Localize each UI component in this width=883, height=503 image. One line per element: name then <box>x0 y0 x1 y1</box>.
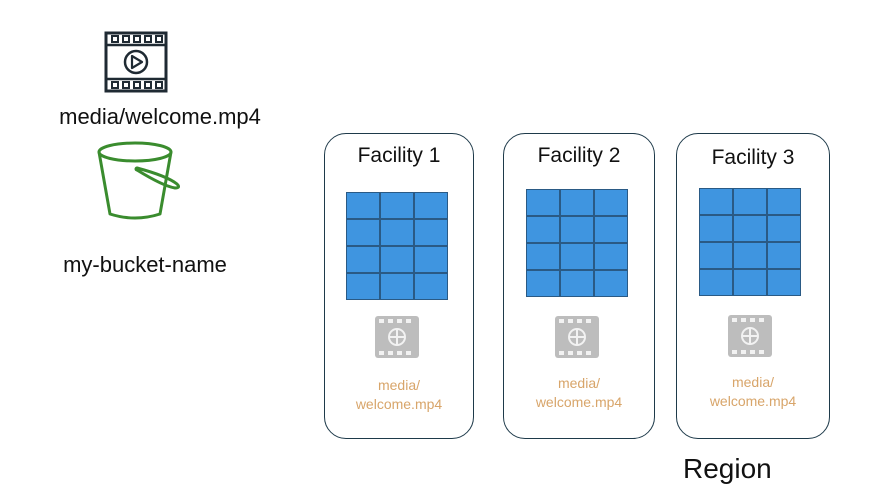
storage-grid-icon <box>346 192 448 300</box>
object-replica-icon <box>375 316 419 358</box>
s3-bucket-icon <box>97 141 181 220</box>
facility-title: Facility 3 <box>711 146 795 169</box>
object-path-line: media/ <box>557 375 601 391</box>
facility-box: Facility 3 media/ welcome.mp4 <box>676 133 830 439</box>
object-path-line: media/ <box>731 374 775 390</box>
facility-box: Facility 1 media/ welcome.mp4 <box>324 133 474 439</box>
object-key-label: media/welcome.mp4 <box>59 104 261 129</box>
region-label: Region <box>683 453 772 484</box>
storage-grid-icon <box>526 189 628 297</box>
video-file-icon <box>104 31 168 93</box>
object-path-line: media/ <box>377 377 421 393</box>
object-replica-icon <box>728 315 772 357</box>
object-replica-icon <box>555 316 599 358</box>
object-file-line: welcome.mp4 <box>535 394 623 410</box>
object-replica-label: media/ welcome.mp4 <box>677 373 829 411</box>
object-replica-label: media/ welcome.mp4 <box>325 376 473 414</box>
storage-grid-icon <box>699 188 801 296</box>
object-replica-label: media/ welcome.mp4 <box>504 374 654 412</box>
facility-title: Facility 1 <box>357 144 441 167</box>
facility-title: Facility 2 <box>537 144 621 167</box>
facility-box: Facility 2 media/ welcome.mp4 <box>503 133 655 439</box>
object-file-line: welcome.mp4 <box>709 393 797 409</box>
object-file-line: welcome.mp4 <box>355 396 443 412</box>
bucket-name-label: my-bucket-name <box>63 252 227 277</box>
